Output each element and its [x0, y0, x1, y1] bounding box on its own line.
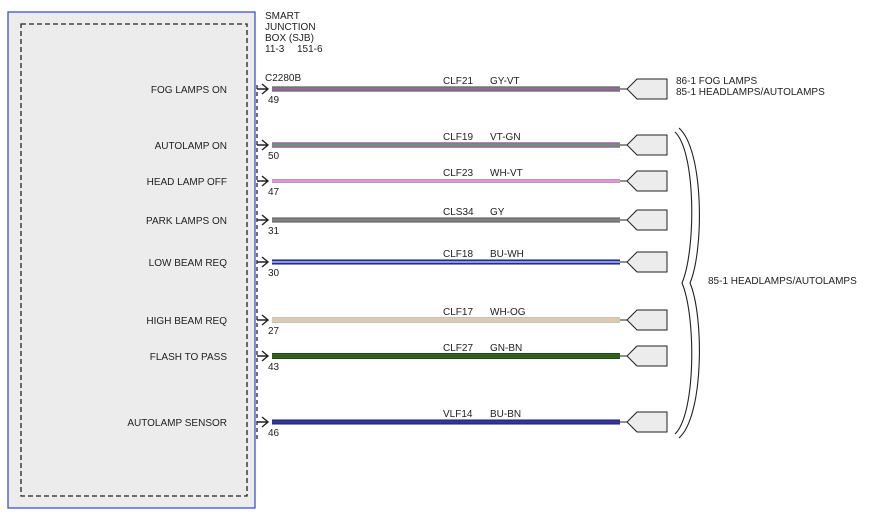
connector-terminal-icon — [626, 411, 668, 433]
module-header: SMART JUNCTION BOX (SJB) 11-3 151-6 C228… — [265, 11, 323, 84]
module-title-line-2: JUNCTION — [265, 22, 316, 33]
pin-arrow-icon — [257, 139, 270, 151]
circuit-row: HIGH BEAM REQ 27 CLF17 WH-OG — [146, 307, 668, 337]
circuit-function-label: PARK LAMPS ON — [146, 216, 227, 227]
pin-arrow-icon — [257, 256, 270, 268]
pin-arrow-icon — [257, 83, 270, 95]
circuit-number: CLF27 — [443, 343, 473, 354]
module-ref-right: 151-6 — [297, 44, 323, 55]
circuit-number: CLF17 — [443, 307, 473, 318]
wire-color-code: WH-VT — [490, 168, 523, 179]
smart-junction-box — [7, 11, 258, 509]
wire-color-code: WH-OG — [490, 307, 526, 318]
wire-color-code: GN-BN — [490, 343, 522, 354]
circuit-number: CLF23 — [443, 168, 473, 179]
pin-number: 27 — [268, 326, 280, 337]
pin-number: 43 — [268, 362, 280, 373]
connector-terminal-icon — [626, 309, 668, 331]
circuit-row: AUTOLAMP SENSOR 46 VLF14 BU-BN — [127, 409, 668, 439]
connector-terminal-icon — [626, 170, 668, 192]
connector-terminal-icon — [626, 251, 668, 273]
brace-outer — [678, 127, 700, 439]
circuit-row: HEAD LAMP OFF 47 CLF23 WH-VT — [147, 168, 668, 198]
pin-number: 49 — [268, 95, 280, 106]
pin-number: 46 — [268, 428, 280, 439]
circuit-number: CLF21 — [443, 76, 473, 87]
fog-destination: 86-1 FOG LAMPS 85-1 HEADLAMPS/AUTOLAMPS — [676, 76, 825, 98]
circuit-function-label: AUTOLAMP SENSOR — [127, 418, 227, 429]
wire-color-code: BU-WH — [490, 249, 524, 260]
module-title-line-3: BOX (SJB) — [265, 33, 314, 44]
connector-terminal-icon — [626, 345, 668, 367]
circuit-number: CLS34 — [443, 207, 474, 218]
wire-color-code: BU-BN — [490, 409, 521, 420]
destination-label-group: 85-1 HEADLAMPS/AUTOLAMPS — [708, 276, 857, 287]
pin-arrow-icon — [257, 314, 270, 326]
circuit-function-label: AUTOLAMP ON — [155, 141, 227, 152]
connector-terminal-icon — [626, 209, 668, 231]
pin-number: 30 — [268, 268, 280, 279]
group-brace: 85-1 HEADLAMPS/AUTOLAMPS — [674, 127, 857, 439]
connector-label: C2280B — [265, 73, 301, 84]
circuit-number: CLF18 — [443, 249, 473, 260]
circuit-function-label: LOW BEAM REQ — [149, 258, 228, 269]
circuit-row: PARK LAMPS ON 31 CLS34 GY — [146, 207, 668, 237]
circuit-rows: FOG LAMPS ON 49 CLF21 GY-VT AUTOLAMP ON … — [127, 76, 668, 439]
circuit-function-label: FLASH TO PASS — [150, 352, 228, 363]
circuit-row: AUTOLAMP ON 50 CLF19 VT-GN — [155, 132, 668, 162]
destination-label-headlamps: 85-1 HEADLAMPS/AUTOLAMPS — [676, 87, 825, 98]
module-inner-dashed — [20, 23, 248, 497]
circuit-row: LOW BEAM REQ 30 CLF18 BU-WH — [149, 249, 668, 279]
circuit-row: FOG LAMPS ON 49 CLF21 GY-VT — [151, 76, 668, 106]
circuit-row: FLASH TO PASS 43 CLF27 GN-BN — [150, 343, 668, 373]
circuit-number: VLF14 — [443, 409, 473, 420]
pin-number: 50 — [268, 151, 280, 162]
module-outline — [7, 11, 256, 509]
circuit-function-label: HIGH BEAM REQ — [146, 316, 227, 327]
module-title-line-1: SMART — [265, 11, 300, 22]
brace-inner — [674, 131, 693, 435]
pin-arrow-icon — [257, 214, 270, 226]
wire-color-code: VT-GN — [490, 132, 521, 143]
pin-number: 31 — [268, 226, 280, 237]
connector-terminal-icon — [626, 78, 668, 100]
pin-arrow-icon — [257, 416, 270, 428]
wire-color-code: GY-VT — [490, 76, 520, 87]
destination-label-fog: 86-1 FOG LAMPS — [676, 76, 757, 87]
connector-terminal-icon — [626, 134, 668, 156]
wire-color-code: GY — [490, 207, 505, 218]
module-ref-left: 11-3 — [265, 44, 285, 55]
circuit-function-label: FOG LAMPS ON — [151, 85, 227, 96]
circuit-function-label: HEAD LAMP OFF — [147, 177, 227, 188]
pin-arrow-icon — [257, 350, 270, 362]
circuit-number: CLF19 — [443, 132, 473, 143]
pin-arrow-icon — [257, 175, 270, 187]
pin-number: 47 — [268, 187, 280, 198]
